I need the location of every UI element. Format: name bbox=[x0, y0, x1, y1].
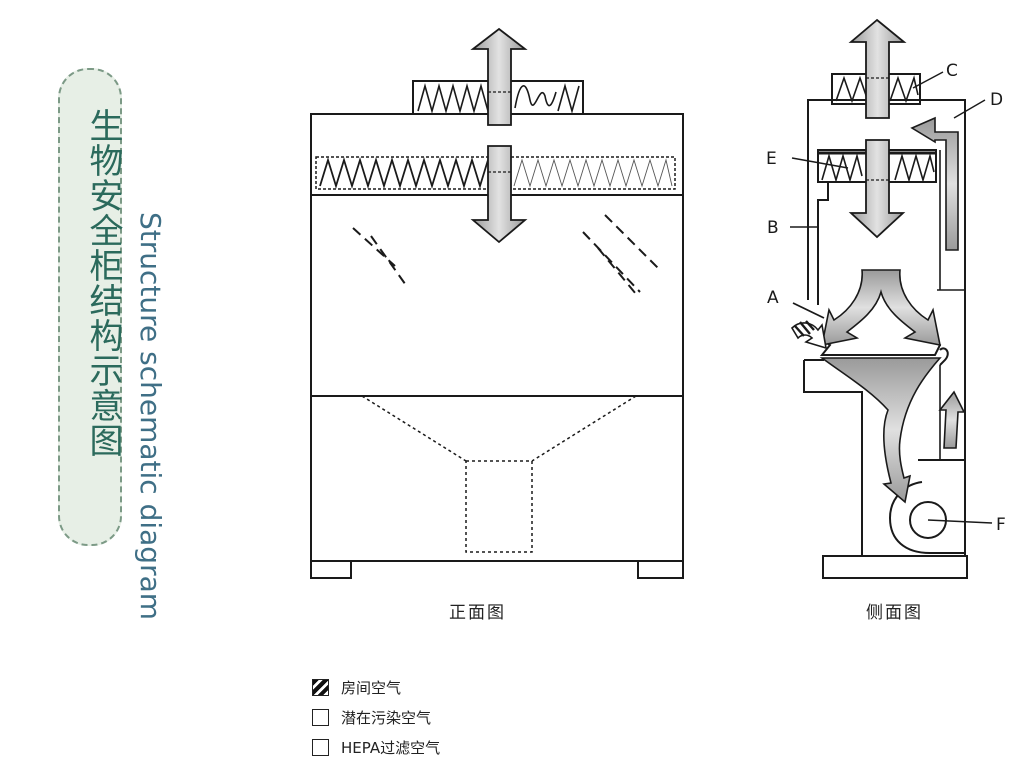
front-supply-zigzag-left bbox=[319, 156, 489, 190]
front-lower-body bbox=[310, 395, 684, 562]
front-supply-arrow bbox=[470, 145, 528, 244]
legend-swatch-room-air bbox=[312, 678, 329, 696]
legend-item-hepa-air: HEPA过滤空气 bbox=[312, 732, 440, 762]
side-return-duct-arrow bbox=[910, 116, 959, 251]
side-label-d: D bbox=[990, 90, 1003, 110]
side-down-flow-arrow bbox=[819, 357, 942, 504]
legend-swatch-hepa-air bbox=[312, 738, 329, 756]
front-exhaust-arrow bbox=[470, 27, 528, 126]
side-base bbox=[822, 555, 968, 579]
side-up-flow-arrow bbox=[938, 390, 966, 449]
side-label-e: E bbox=[766, 149, 777, 169]
front-funnel bbox=[361, 395, 637, 553]
side-label-c: C bbox=[946, 61, 958, 81]
front-foot-right bbox=[637, 560, 684, 579]
side-label-a: A bbox=[767, 288, 779, 308]
side-label-b: B bbox=[767, 218, 779, 238]
side-label-f: F bbox=[996, 515, 1006, 535]
title-pill bbox=[58, 68, 122, 546]
front-foot-left bbox=[310, 560, 352, 579]
side-view-caption: 侧面图 bbox=[866, 603, 923, 623]
english-title: Structure schematic diagram bbox=[134, 212, 167, 621]
legend-label-hepa-air: HEPA过滤空气 bbox=[341, 738, 441, 757]
front-supply-zigzag-right bbox=[513, 158, 673, 188]
side-room-air-arrow bbox=[790, 320, 828, 350]
legend-swatch-contaminated-air bbox=[312, 708, 329, 726]
front-exhaust-wave bbox=[514, 85, 557, 109]
legend-item-contaminated-air: 潜在污染空气 bbox=[312, 702, 440, 732]
chinese-title: 生物安全柜结构示意图 bbox=[83, 108, 123, 458]
legend-item-room-air: 房间空气 bbox=[312, 672, 440, 702]
legend-label-room-air: 房间空气 bbox=[341, 678, 402, 697]
side-work-area-split-arrow bbox=[820, 269, 942, 347]
front-view-caption: 正面图 bbox=[449, 603, 506, 623]
side-exhaust-arrow bbox=[848, 18, 907, 119]
side-blower-motor bbox=[909, 501, 947, 539]
side-sash bbox=[792, 302, 825, 319]
side-front-panel bbox=[817, 182, 829, 305]
front-glass-reflection-left bbox=[352, 227, 409, 289]
legend: 房间空气 潜在污染空气 HEPA过滤空气 bbox=[312, 672, 440, 762]
side-leader-lines bbox=[790, 71, 993, 524]
side-supply-arrow bbox=[848, 139, 906, 239]
legend-label-contaminated-air: 潜在污染空气 bbox=[341, 708, 432, 727]
front-glass-reflection-right bbox=[582, 214, 661, 295]
front-exhaust-zigzag bbox=[417, 83, 489, 114]
